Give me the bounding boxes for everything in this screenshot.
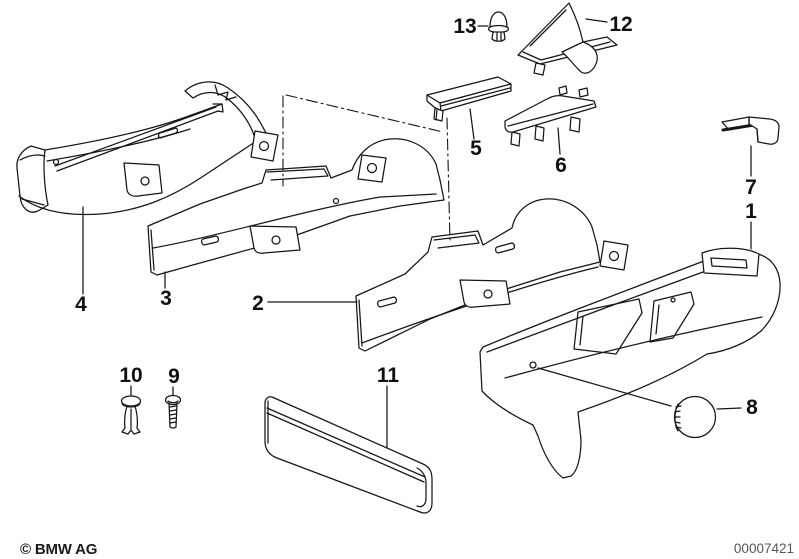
part-10-drawing	[120, 395, 142, 435]
callout-10: 10	[119, 364, 143, 396]
construction-lines	[282, 94, 451, 243]
part-2-drawing	[355, 198, 629, 352]
callout-5-label: 5	[470, 137, 482, 160]
callout-7: 7	[745, 145, 757, 199]
callout-13-label: 13	[453, 15, 476, 38]
callout-3: 3	[160, 271, 172, 310]
part-1-drawing	[479, 247, 781, 479]
callout-5-leader	[469, 108, 475, 140]
callout-12-label: 12	[609, 13, 632, 36]
callout-4-label: 4	[75, 293, 87, 316]
part-4-drawing	[16, 81, 279, 216]
callout-9-label: 9	[168, 365, 180, 388]
part-11-drawing	[264, 396, 433, 514]
part-6-drawing	[504, 85, 597, 147]
copyright-text: © BMW AG	[20, 541, 97, 558]
callout-8-label: 8	[746, 396, 758, 419]
callout-11: 11	[377, 364, 400, 448]
part-9-drawing	[164, 394, 182, 429]
callout-5: 5	[469, 108, 482, 160]
callout-2: 2	[252, 292, 358, 315]
callout-1-label: 1	[745, 200, 757, 223]
callout-11-label: 11	[377, 364, 400, 387]
part-12-drawing	[517, 2, 618, 76]
callout-1: 1	[745, 200, 757, 250]
callout-6-label: 6	[555, 154, 567, 177]
document-number: 00007421	[734, 541, 794, 556]
callout-10-label: 10	[119, 364, 142, 387]
part-5-drawing	[426, 76, 512, 122]
callout-9: 9	[168, 365, 180, 396]
callout-8-leader	[716, 407, 742, 410]
callout-3-label: 3	[160, 287, 172, 310]
callout-12-leader	[585, 18, 608, 23]
callout-6: 6	[555, 127, 567, 177]
callout-2-label: 2	[252, 292, 264, 315]
part-8-drawing	[673, 395, 717, 439]
callout-12: 12	[585, 13, 633, 36]
part-3-drawing	[147, 138, 445, 276]
callout-6-leader	[557, 127, 561, 155]
part-13-drawing	[487, 11, 510, 42]
callout-8: 8	[716, 396, 758, 419]
part-7-drawing	[721, 116, 780, 145]
callout-13: 13	[453, 15, 489, 38]
callout-4: 4	[75, 206, 87, 316]
callout-7-label: 7	[745, 176, 757, 199]
